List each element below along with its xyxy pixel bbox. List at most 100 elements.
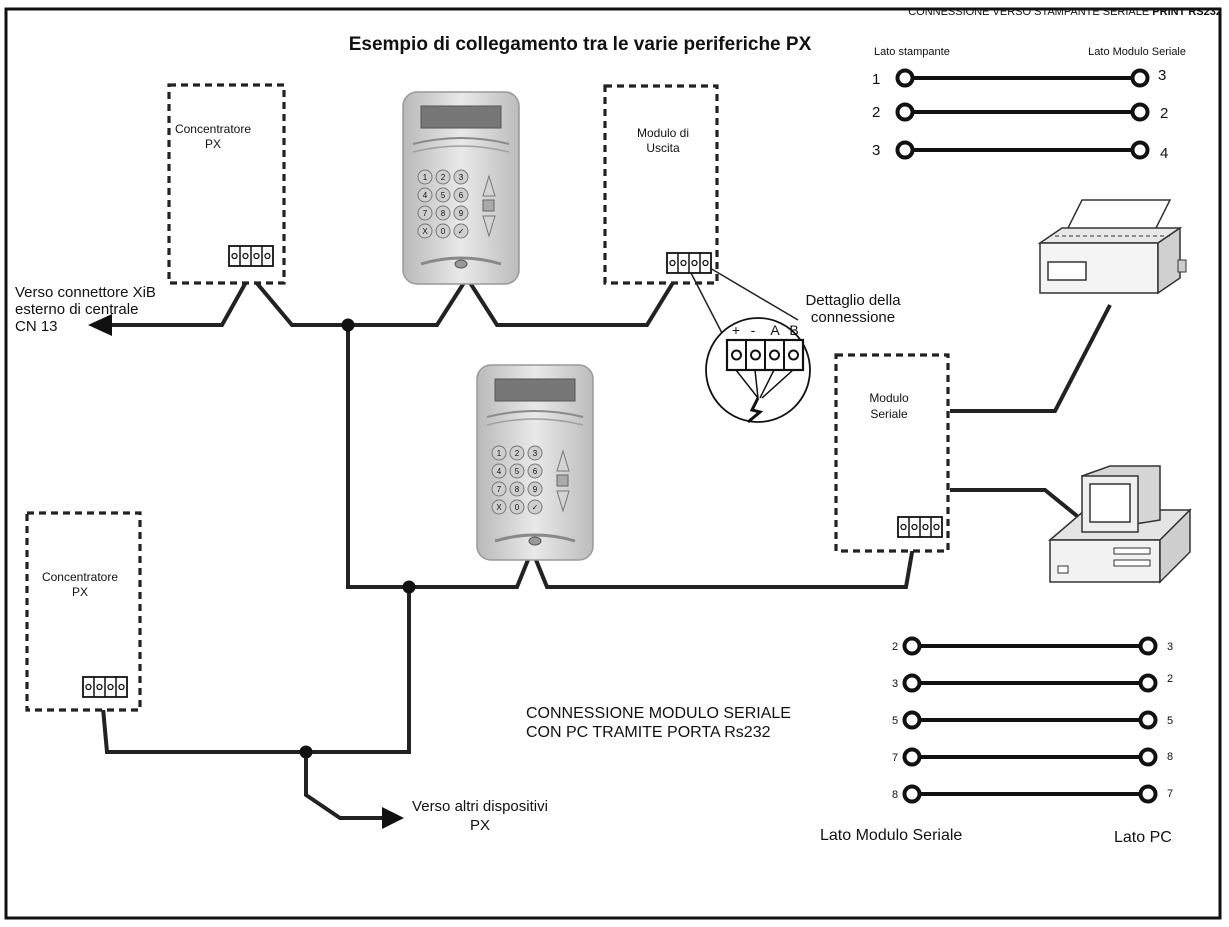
pc-left-label: Lato Modulo Seriale	[820, 827, 962, 844]
pin-terminal	[895, 68, 915, 88]
outer-frame	[4, 7, 1222, 920]
printer-right-label: Lato Modulo Seriale	[1088, 46, 1186, 58]
keypad-key-label: 0	[515, 503, 520, 512]
keypad-down-arrow-key	[556, 490, 570, 513]
keypad-key-label: 4	[497, 467, 502, 476]
pin-terminal	[1138, 747, 1158, 767]
pin-terminal	[1138, 673, 1158, 693]
terminal-screw	[900, 523, 907, 531]
terminal-screw	[933, 523, 940, 531]
keypad-key	[527, 499, 543, 515]
keypad-key	[509, 481, 525, 497]
terminal-screw	[85, 683, 92, 691]
printer-pin-right: 3	[1158, 67, 1166, 84]
other-devices-line1: Verso altri dispositivi	[412, 798, 548, 815]
pc-pin-row: 2 3	[892, 636, 1173, 656]
modulo-seriale-label2: Seriale	[870, 407, 908, 421]
modulo-uscita: Modulo di Uscita	[603, 84, 719, 285]
pc-connection-table: CONNESSIONE MODULO SERIALE CON PC TRAMIT…	[526, 636, 1173, 846]
detail-pin-label: B	[789, 322, 798, 338]
keypad-key	[453, 205, 469, 221]
pin-terminal	[902, 784, 922, 804]
keypad-key	[435, 169, 451, 185]
pc-pin-right: 3	[1167, 641, 1173, 653]
printer-panel	[1047, 261, 1087, 281]
pin-terminal	[902, 710, 922, 730]
pc-pin-left: 2	[892, 641, 898, 653]
keypad-brow	[486, 418, 584, 426]
pin-terminal	[902, 747, 922, 767]
terminal-block	[82, 676, 128, 698]
bus-wiring	[88, 266, 1112, 829]
keypad-display	[420, 105, 502, 129]
keypad-key-label: X	[422, 227, 428, 236]
keypad-reader-top: 1 2 3 4 5 6 7 8 9 X 0 ✓	[402, 91, 520, 285]
keypad-key	[453, 169, 469, 185]
terminal-screw	[96, 683, 103, 691]
keypad-up-arrow-key	[556, 449, 570, 472]
other-devices-label: Verso altri dispositivi PX	[412, 798, 548, 834]
keypad-brow	[412, 137, 510, 145]
keypad-side-key	[556, 474, 569, 487]
printer-cable	[950, 304, 1112, 413]
concentratore-top-label1: Concentratore	[175, 122, 251, 136]
pc-connection-title1: CONNESSIONE MODULO SERIALE	[526, 705, 791, 722]
keypad-key	[491, 499, 507, 515]
xib-connector-label: Verso connettore XiB esterno di centrale…	[15, 284, 156, 335]
keypad-brow	[412, 145, 510, 153]
other-devices-wire	[304, 752, 386, 820]
keypad-key-label: 6	[459, 191, 464, 200]
pin-terminal	[895, 140, 915, 160]
detail-pin-label: +	[732, 322, 740, 338]
keypad-key-label: 6	[533, 467, 538, 476]
keypad-key-label: X	[496, 503, 502, 512]
keypad-key	[509, 499, 525, 515]
pin-terminal	[902, 673, 922, 693]
keypad-key-label: 0	[441, 227, 446, 236]
keypad-key-label: 8	[515, 485, 520, 494]
keypad-key	[509, 445, 525, 461]
other-devices-line2: PX	[470, 817, 490, 834]
pc-pin-row: 5 5	[892, 710, 1173, 730]
modulo-uscita-box	[603, 84, 719, 285]
keypad-brow	[486, 410, 584, 418]
terminal-screw	[264, 252, 271, 260]
keypad-key-label: 2	[441, 173, 446, 182]
terminal-screw	[253, 252, 260, 260]
keypad-key-label: ✓	[458, 227, 465, 236]
detail-label-line1: Dettaglio della	[805, 292, 901, 309]
keypad-key	[491, 463, 507, 479]
keypad-key	[417, 223, 433, 239]
printer-pin-rows: 1 3 2 2 3 4	[872, 67, 1168, 162]
keypad-keys: 1 2 3 4 5 6 7 8 9 X 0 ✓	[417, 169, 469, 239]
terminal-screw	[231, 252, 238, 260]
detail-pin-label: A	[770, 322, 780, 338]
pc-pin-left: 3	[892, 678, 898, 690]
printer-pin-left: 1	[872, 71, 880, 88]
pc-cable	[950, 488, 1084, 522]
pin-terminal	[1130, 68, 1150, 88]
keypad-key-label: 4	[423, 191, 428, 200]
concentratore-top-label2: PX	[205, 137, 221, 151]
xib-label-line2: esterno di centrale	[15, 301, 138, 318]
bus-junction-dot	[341, 318, 355, 332]
keypad-key	[417, 205, 433, 221]
pin-terminal	[1138, 710, 1158, 730]
printer-pin-left: 2	[872, 104, 880, 121]
concentratore-bottom-label2: PX	[72, 585, 88, 599]
terminal-screw	[911, 523, 918, 531]
detail-cable-wires	[735, 369, 794, 399]
printer-connection-table: Lato stampante Lato Modulo Seriale 1 3 2…	[872, 46, 1186, 162]
keypad-key-label: 1	[423, 173, 428, 182]
terminal-screw	[680, 259, 687, 267]
concentratore-bottom: Concentratore PX	[25, 511, 142, 712]
keypad-bottom-bar	[420, 256, 502, 266]
keypad-key-label: 7	[423, 209, 428, 218]
pc-button	[1057, 565, 1069, 574]
printer-body-top	[1037, 227, 1183, 244]
xib-arrow-head	[88, 314, 112, 336]
connection-detail: Dettaglio della connessione + - A B	[690, 267, 901, 424]
terminal-screw	[242, 252, 249, 260]
pc-pin-right: 5	[1167, 715, 1173, 727]
